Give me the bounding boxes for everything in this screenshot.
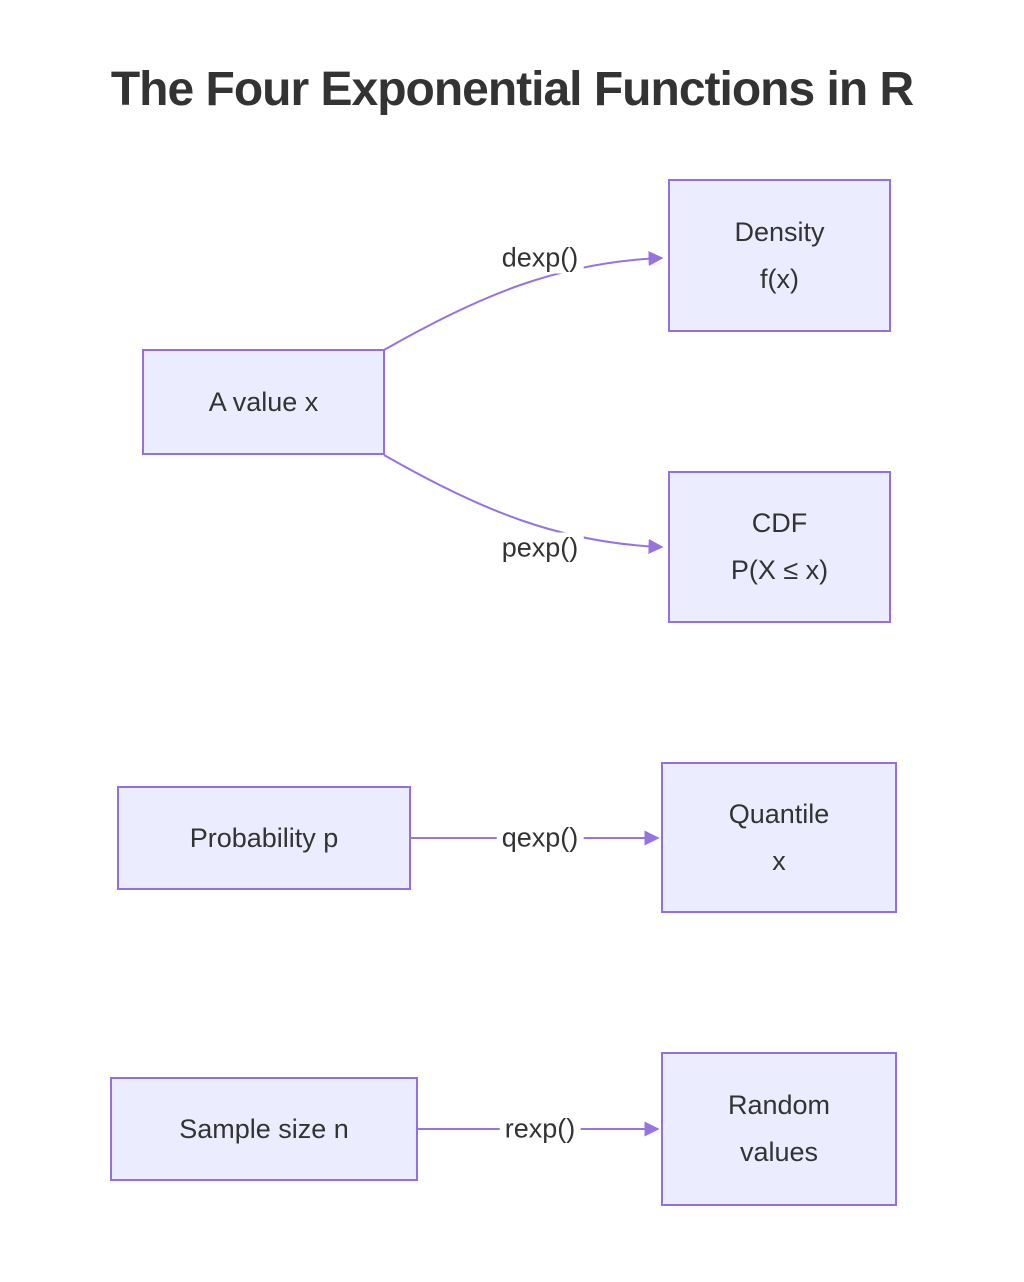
edge-label-rexp: rexp(): [499, 1113, 581, 1145]
edge-label-dexp: dexp(): [496, 242, 584, 274]
node-sample-size-n-label: Sample size n: [179, 1113, 349, 1144]
node-probability-p-label: Probability p: [189, 822, 339, 853]
node-random-values-line1: Random: [727, 1090, 831, 1120]
edge-label-pexp: pexp(): [496, 532, 584, 564]
edge-dexp-path: [383, 251, 664, 351]
node-probability-p: Probability p: [117, 786, 411, 890]
node-cdf-line1: CDF: [751, 508, 808, 538]
node-cdf-line2: P(X ≤ x): [730, 555, 829, 585]
node-density-line2: f(x): [760, 263, 799, 294]
node-quantile-line2: x: [772, 845, 786, 876]
node-sample-size-n: Sample size n: [110, 1077, 418, 1181]
node-random-values: Random values: [661, 1052, 897, 1206]
node-density: Density f(x): [668, 179, 891, 332]
node-density-line1: Density: [734, 216, 825, 247]
node-cdf: CDF P(X ≤ x): [668, 471, 891, 623]
node-quantile: Quantile x: [661, 762, 897, 913]
node-a-value-x-label: A value x: [208, 386, 319, 417]
edge-pexp-path: [383, 454, 664, 554]
edge-label-qexp: qexp(): [496, 822, 584, 854]
node-a-value-x: A value x: [142, 349, 385, 455]
node-quantile-line1: Quantile: [728, 798, 830, 829]
node-random-values-line2: values: [739, 1137, 819, 1167]
diagram-title: The Four Exponential Functions in R: [110, 63, 914, 116]
